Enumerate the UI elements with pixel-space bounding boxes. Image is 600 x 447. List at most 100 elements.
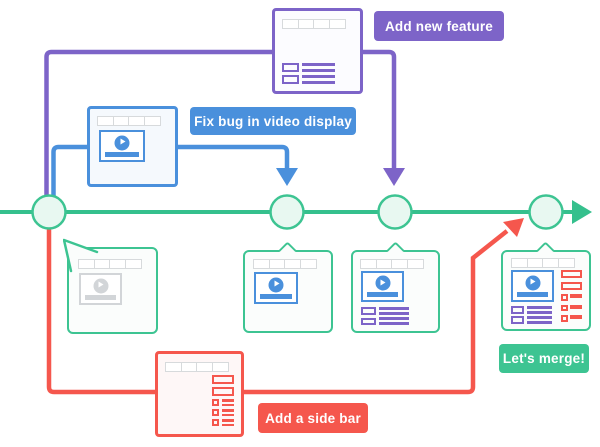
text-line xyxy=(379,322,409,325)
tab-cell xyxy=(112,116,130,126)
video-player xyxy=(511,270,554,302)
sidebar-lines xyxy=(221,409,234,416)
text-line xyxy=(221,403,234,406)
sidebar-bullet xyxy=(212,409,219,416)
video-progress-bar xyxy=(367,292,398,297)
tab-cell xyxy=(284,259,301,269)
text-line xyxy=(527,311,552,314)
play-icon xyxy=(268,277,284,293)
sidebar-bullet xyxy=(561,304,568,311)
play-icon xyxy=(93,278,108,294)
video-progress-bar xyxy=(517,292,548,297)
video-progress-bar xyxy=(260,294,292,299)
sidebar-branch-arrowhead-icon xyxy=(503,218,524,237)
bugfix-branch-arrowhead-icon xyxy=(276,168,298,186)
commit-node-3 xyxy=(377,194,413,230)
feature-branch-arrowhead-icon xyxy=(383,168,405,186)
tab-cell xyxy=(313,19,330,29)
tab-cell xyxy=(542,258,559,268)
text-line xyxy=(527,316,552,319)
feature-content-list xyxy=(511,306,552,324)
sidebar-item xyxy=(561,294,582,301)
text-line xyxy=(302,80,335,84)
text-line xyxy=(570,304,582,309)
thumbnail-box xyxy=(282,74,299,84)
text-line xyxy=(379,317,409,320)
browser-tabbar xyxy=(511,258,575,268)
commit-node-1 xyxy=(31,194,67,230)
commit-preview-feature xyxy=(351,241,440,333)
browser-tabbar xyxy=(165,362,229,372)
sidebar-bullet xyxy=(212,399,219,406)
text-line xyxy=(570,294,582,298)
list-text-lines xyxy=(379,307,409,325)
commit-node-2 xyxy=(269,194,305,230)
tab-cell xyxy=(109,259,126,269)
video-player xyxy=(254,272,298,304)
text-line xyxy=(570,315,582,319)
sidebar-item xyxy=(212,419,234,426)
video-player xyxy=(361,271,404,302)
tab-cell xyxy=(180,362,198,372)
sidebar-item xyxy=(561,304,582,311)
list-thumbnails xyxy=(361,307,376,325)
tab-cell xyxy=(97,116,114,126)
text-line xyxy=(221,423,234,426)
video-player-placeholder xyxy=(79,273,122,305)
text-line xyxy=(302,74,335,78)
thumbnail-box xyxy=(511,306,524,314)
text-line xyxy=(379,307,409,310)
tab-cell xyxy=(511,258,528,268)
feature-branch-label: Add new feature xyxy=(374,11,504,41)
main-branch-arrowhead-icon xyxy=(572,200,592,224)
tab-cell xyxy=(196,362,213,372)
sidebar-branch-line-left xyxy=(46,226,155,395)
sidebar-bullet xyxy=(561,315,568,322)
tab-cell xyxy=(297,19,315,29)
sidebar-widget xyxy=(212,375,234,426)
sidebar-item xyxy=(561,315,582,322)
thumbnail-box xyxy=(361,307,376,315)
sidebar-box xyxy=(561,282,582,290)
list-thumbnails xyxy=(511,306,524,324)
text-line xyxy=(379,312,409,315)
sidebar-bullet xyxy=(212,419,219,426)
browser-tabbar xyxy=(360,259,424,269)
bubble-corner-tail xyxy=(63,238,99,273)
sidebar-box xyxy=(212,387,234,396)
tab-cell xyxy=(211,362,229,372)
bugfix-branch-line-right xyxy=(178,144,290,170)
video-progress-bar xyxy=(85,295,116,300)
thumbnail-box xyxy=(282,62,299,72)
list-text-lines xyxy=(527,306,552,324)
tab-cell xyxy=(557,258,575,268)
sidebar-widget xyxy=(561,270,582,322)
list-thumbnails xyxy=(282,62,299,84)
feature-content-list xyxy=(282,62,335,84)
text-line xyxy=(221,399,234,402)
commit-preview-merged xyxy=(501,241,591,331)
tab-cell xyxy=(299,259,317,269)
sidebar-box xyxy=(212,375,234,384)
text-line xyxy=(527,306,552,309)
tab-cell xyxy=(124,259,142,269)
browser-tabbar xyxy=(78,259,142,269)
sidebar-bullet xyxy=(561,294,568,301)
tab-cell xyxy=(268,259,286,269)
bugfix-branch-line-left xyxy=(51,144,87,214)
tab-cell xyxy=(128,116,145,126)
commit-preview-bugfix xyxy=(243,241,333,333)
tab-cell xyxy=(282,19,299,29)
text-line xyxy=(221,413,234,416)
browser-tabbar xyxy=(282,19,346,29)
sidebar-lines xyxy=(221,399,234,406)
tab-cell xyxy=(375,259,393,269)
thumbnail-box xyxy=(511,316,524,324)
feature-content-list xyxy=(361,307,409,325)
tab-cell xyxy=(253,259,270,269)
bugfix-branch-label: Fix bug in video display xyxy=(190,107,356,135)
video-player xyxy=(99,130,145,162)
tab-cell xyxy=(391,259,408,269)
tab-cell xyxy=(78,259,95,269)
